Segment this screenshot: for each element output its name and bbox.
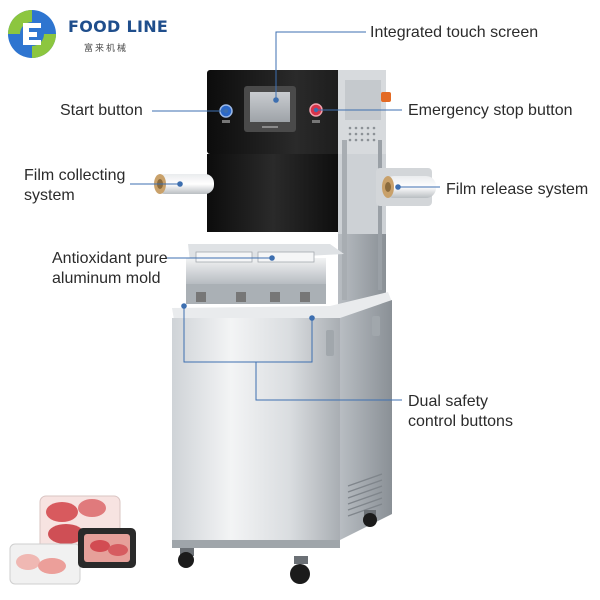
callout-film-release-line-1: Film release system	[446, 181, 589, 198]
callout-film-release: Film release system	[446, 180, 588, 200]
brand-subtitle: 富来机械	[84, 44, 129, 54]
callout-dual-safety-line-1: Dual safety	[408, 393, 489, 410]
callout-aluminum-mold-line-2: aluminum mold	[52, 270, 161, 287]
packaged-food-sample	[9, 495, 136, 585]
callout-touch-screen: Integrated touch screen	[370, 23, 538, 43]
brand-logo: FOOD LINE 富来机械	[6, 8, 169, 60]
callout-film-collecting: Film collecting system	[24, 166, 125, 206]
callout-start-button: Start button	[60, 101, 143, 121]
caster-wheels	[178, 510, 377, 584]
callout-film-collecting-line-2: system	[24, 187, 75, 204]
leader-lines	[130, 31, 440, 401]
leader-dots	[177, 97, 401, 321]
brand-name: FOOD LINE	[68, 17, 169, 36]
callout-emergency-stop: Emergency stop button	[408, 101, 573, 121]
callout-dual-safety-line-2: control buttons	[408, 413, 513, 430]
machine-head	[207, 70, 391, 154]
callout-touch-screen-line-1: Integrated touch screen	[370, 24, 539, 41]
touch-screen	[244, 86, 296, 132]
callout-start-button-line-1: Start button	[60, 102, 143, 119]
callout-emergency-stop-line-1: Emergency stop button	[408, 102, 573, 119]
food-line-logo-icon	[8, 10, 56, 58]
callout-dual-safety: Dual safety control buttons	[408, 392, 513, 432]
callout-film-collecting-line-1: Film collecting	[24, 167, 126, 184]
callout-aluminum-mold: Antioxidant pure aluminum mold	[52, 249, 168, 289]
cabinet	[172, 292, 392, 548]
callout-aluminum-mold-line-1: Antioxidant pure	[52, 250, 168, 267]
film-collecting-roll	[154, 174, 214, 194]
aluminum-mold	[186, 244, 344, 304]
upper-housing	[207, 154, 339, 232]
